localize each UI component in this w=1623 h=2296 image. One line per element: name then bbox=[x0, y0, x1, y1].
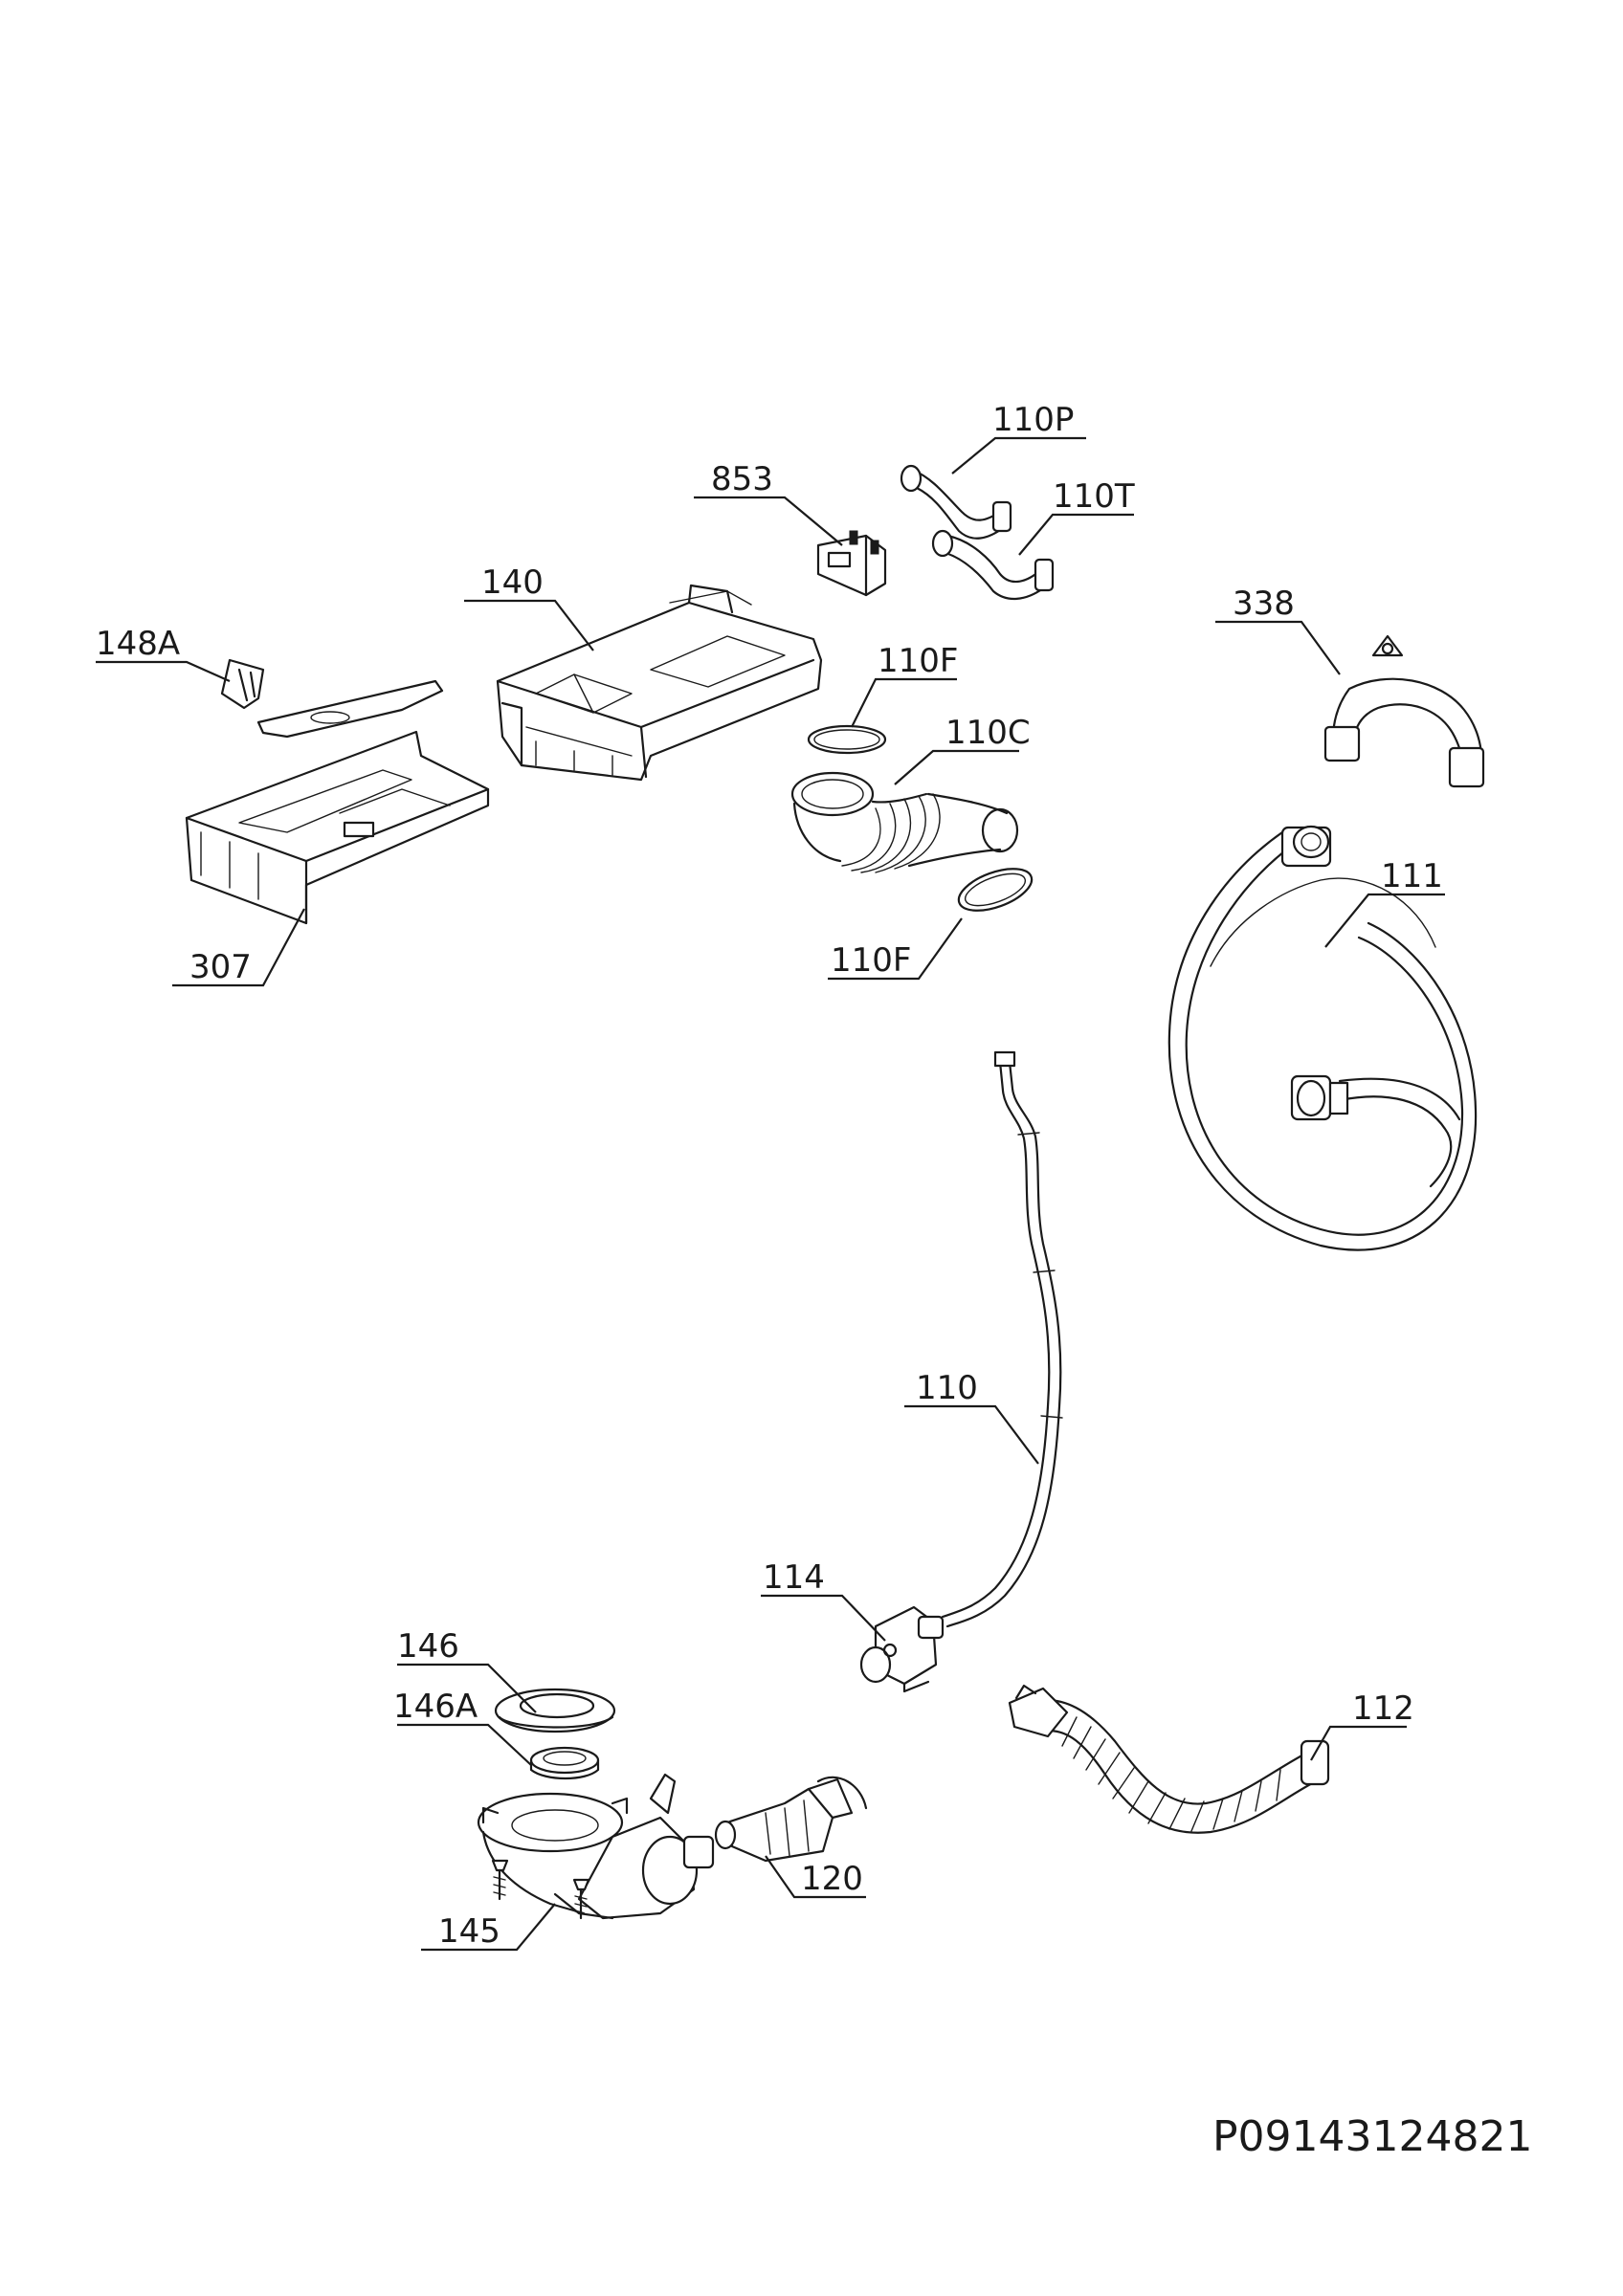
part-140-dispenser-housing bbox=[496, 584, 823, 782]
part-110P-hose bbox=[900, 464, 1012, 540]
callout-307: 307 bbox=[189, 948, 252, 986]
callout-148A: 148A bbox=[96, 625, 180, 663]
part-145-screw-left bbox=[491, 1859, 509, 1901]
part-112-drain-hose bbox=[1008, 1684, 1330, 1834]
part-145-screw-right bbox=[572, 1878, 590, 1920]
part-307-drawer-lid bbox=[256, 679, 444, 739]
part-853-valve bbox=[816, 530, 887, 597]
part-338-hose-guide bbox=[1323, 634, 1485, 788]
part-146A-seal bbox=[529, 1746, 600, 1779]
part-110C-bellows bbox=[790, 771, 1019, 873]
part-110F-top-seal bbox=[807, 724, 887, 755]
callout-146A: 146A bbox=[393, 1688, 478, 1726]
callout-111: 111 bbox=[1381, 857, 1443, 895]
callout-labels: 110P 853 110T 140 338 148A 110F 110C 111… bbox=[96, 401, 1443, 1951]
callout-853: 853 bbox=[711, 460, 773, 498]
callout-112: 112 bbox=[1352, 1689, 1414, 1728]
part-110F-bottom-seal bbox=[957, 868, 1034, 912]
callout-110: 110 bbox=[916, 1369, 978, 1407]
callout-145: 145 bbox=[438, 1912, 500, 1951]
part-148A-clip bbox=[220, 658, 265, 710]
callout-110F-top: 110F bbox=[878, 642, 958, 680]
callout-146: 146 bbox=[397, 1627, 459, 1666]
part-111-coiled-hose bbox=[1167, 825, 1478, 1251]
callout-110P: 110P bbox=[992, 401, 1074, 439]
callout-110T: 110T bbox=[1053, 477, 1135, 516]
callout-120: 120 bbox=[801, 1860, 863, 1898]
callout-110F-bottom: 110F bbox=[831, 941, 911, 980]
leader-lines bbox=[96, 436, 1445, 1952]
part-145-drain-pump bbox=[477, 1773, 715, 1920]
drawing-code: P09143124821 bbox=[1212, 2112, 1532, 2161]
part-307-drawer bbox=[185, 730, 490, 925]
callout-140: 140 bbox=[481, 563, 544, 602]
part-146-filter-lid bbox=[494, 1688, 616, 1733]
callout-114: 114 bbox=[763, 1558, 825, 1597]
part-110T-hose bbox=[931, 529, 1055, 600]
callout-110C: 110C bbox=[945, 714, 1031, 752]
callout-338: 338 bbox=[1233, 585, 1295, 623]
part-120-pump-filter bbox=[714, 1776, 868, 1863]
part-110-long-hose bbox=[941, 1050, 1063, 1628]
part-114-pressure-chamber bbox=[859, 1605, 945, 1693]
